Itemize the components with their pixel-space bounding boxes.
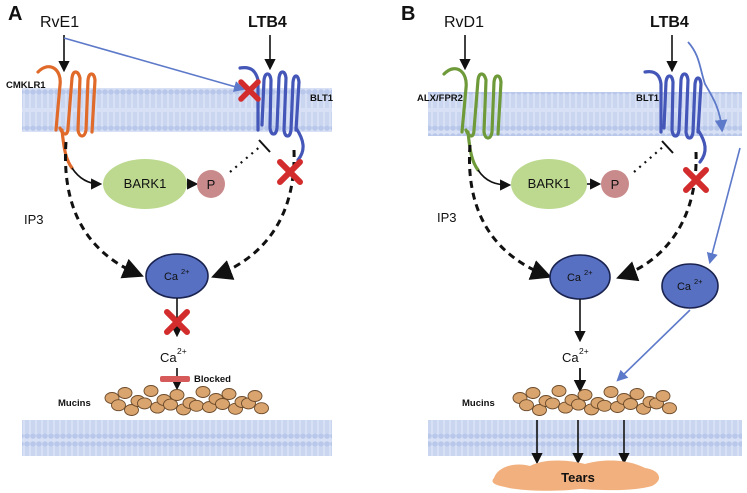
- mucin-bead: [545, 397, 560, 410]
- panel-a-cmklr1-to-bark1-arrow: [71, 167, 103, 190]
- panel-b-calcium-side-sup: 2+: [694, 277, 703, 286]
- mucin-bead: [117, 387, 133, 399]
- panel-a-lower-membrane: [22, 420, 332, 456]
- panel-a-rve1-to-blt1-arrow: [63, 37, 246, 92]
- panel-b-blt1-receptor: [643, 70, 707, 164]
- panel-b-mucins-label: Mucins: [462, 398, 495, 409]
- mucin-bead: [111, 399, 126, 412]
- panel-a-p-dotted-link: [229, 144, 263, 173]
- panel-b-calcium-lower-label: Ca: [562, 350, 579, 365]
- panel-a-calcium-sup: 2+: [181, 267, 190, 276]
- mucin-bead: [124, 404, 139, 416]
- mucin-bead: [247, 390, 263, 402]
- panel-b-calcium-to-mucin-blue-arrow: [616, 309, 691, 382]
- panel-a-mucin-cluster: [104, 385, 269, 416]
- panel-b-ligand-right: LTB4: [650, 14, 689, 31]
- panel-a-blt1-label: BLT1: [310, 93, 334, 104]
- panel-b-bark1-label: BARK1: [528, 176, 571, 191]
- mucin-bead: [163, 398, 178, 411]
- panel-b-phospho-node: [601, 170, 629, 198]
- mucin-bead: [629, 388, 645, 400]
- panel-a-calcium-lower-label: Ca: [160, 350, 177, 365]
- panel-a-bark1-node: [103, 159, 187, 209]
- mucin-bead: [571, 398, 586, 411]
- panel-b-calcium-label: Ca: [567, 272, 582, 284]
- mucin-bead: [551, 385, 567, 397]
- panel-b-phospho-label: P: [611, 177, 620, 192]
- panel-b-ltb4-blue-arrow: [687, 41, 728, 133]
- panel-b-receptor-to-bark1-arrow: [477, 169, 512, 191]
- panel-a-calcium-lower-sup: 2+: [177, 346, 187, 356]
- panel-b-mucin-cluster: [512, 385, 677, 416]
- panel-a-block-x-receptor: [238, 79, 261, 102]
- mucin-bead: [254, 402, 269, 415]
- panel-a-ip3-label: IP3: [24, 212, 44, 227]
- panel-a-blocked-label: Blocked: [194, 374, 231, 385]
- mucin-bead: [662, 402, 677, 415]
- panel-a-ligand-right: LTB4: [248, 14, 287, 31]
- panel-b-lower-membrane: [428, 420, 742, 456]
- panel-a-upper-membrane: [22, 88, 332, 132]
- panel-a-letter: A: [8, 3, 22, 25]
- panel-a-inhibition-bar: [258, 139, 271, 153]
- panel-a-mucins-label: Mucins: [58, 398, 91, 409]
- mucin-bead: [195, 386, 211, 398]
- panel-b-upper-membrane: [428, 92, 742, 136]
- panel-b-calcium-side-label: Ca: [677, 281, 692, 293]
- mucin-bead: [221, 388, 237, 400]
- panel-b-tears-blob: [492, 460, 660, 491]
- panel-a-bark1-label: BARK1: [124, 176, 167, 191]
- panel-a-blocked-bar: [160, 376, 190, 382]
- panel-a-cmklr1-label: CMKLR1: [6, 80, 46, 91]
- panel-b-calcium-lower-sup: 2+: [579, 346, 589, 356]
- panel-b-blt1-label: BLT1: [636, 93, 660, 104]
- panel-a-phospho-label: P: [207, 177, 216, 192]
- panel-b-blt1-dashed-arrow: [616, 151, 698, 282]
- panel-b-bark1-node: [511, 159, 587, 209]
- mucin-bead: [519, 399, 534, 412]
- panel-b-ip3-label: IP3: [437, 210, 457, 225]
- mucin-bead: [577, 389, 593, 401]
- panel-b-calcium-side-node: [661, 263, 719, 309]
- mucin-bead: [169, 389, 185, 401]
- mucin-bead: [603, 386, 619, 398]
- panel-a-blt1-dashed-arrow: [211, 149, 296, 280]
- mucin-bead: [189, 399, 204, 412]
- panel-b: B RvD1 LTB4 ALX/FPR2 BLT1 BARK1 P: [401, 3, 742, 491]
- panel-b-alx-fpr2-label: ALX/FPR2: [417, 93, 463, 104]
- mucin-bead: [597, 399, 612, 412]
- mucin-bead: [655, 390, 671, 402]
- panel-b-inhibition-bar: [661, 140, 674, 154]
- panel-a-calcium-label: Ca: [164, 271, 179, 283]
- mucin-bead: [532, 404, 547, 416]
- panel-b-tears-label: Tears: [561, 470, 595, 485]
- mucin-bead: [137, 397, 152, 410]
- panel-a-ligand-left: RvE1: [40, 14, 79, 31]
- panel-b-blue-to-calcium-arrow: [706, 147, 741, 265]
- panel-b-alx-fpr2-receptor: [442, 67, 503, 172]
- panel-a-cmklr1-receptor: [36, 65, 97, 170]
- mucin-bead: [623, 398, 638, 410]
- mucin-bead: [143, 385, 159, 397]
- mucin-bead: [215, 398, 230, 410]
- panel-b-calcium-sup: 2+: [584, 268, 593, 277]
- panel-b-p-dotted-link: [633, 145, 665, 173]
- panel-b-letter: B: [401, 3, 415, 25]
- panel-b-ligand-left: RvD1: [444, 14, 484, 31]
- panel-a-phospho-node: [197, 170, 225, 198]
- panel-a-block-x-pathway: [277, 159, 303, 185]
- panel-a: A RvE1 LTB4 CMKLR1 BLT1 BARK1: [6, 3, 334, 456]
- panel-a-block-x-calcium: [164, 309, 190, 335]
- panel-b-block-x-pathway: [683, 167, 709, 193]
- mucin-bead: [525, 387, 541, 399]
